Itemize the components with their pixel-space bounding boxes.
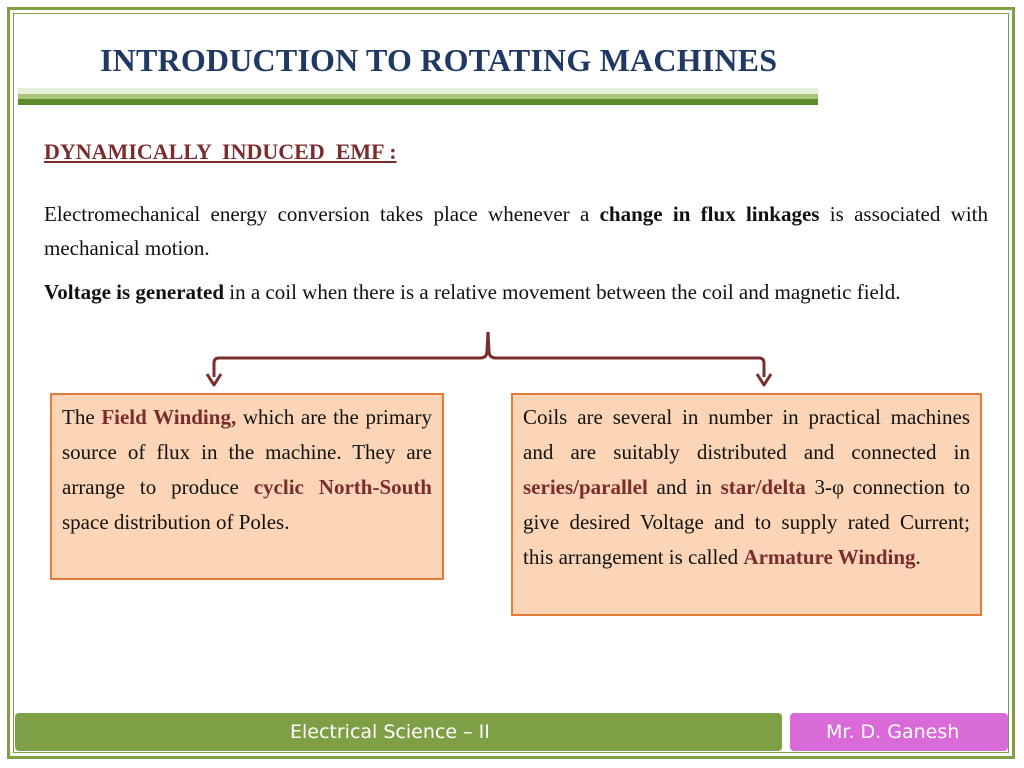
para2-bold-voltage-generated: Voltage is generated [44,280,225,304]
branch-brace-arrow [205,331,773,387]
left-box-cyclic-north-south: cyclic North-South [253,475,432,499]
right-box-text-2: and in [647,475,721,499]
para2-text-1: in a coil when there is a relative movem… [224,280,901,304]
slide-title: INTRODUCTION TO ROTATING MACHINES [100,42,778,78]
section-heading: DYNAMICALLY INDUCED EMF : [44,139,397,164]
right-box-series-parallel: series/parallel [523,475,648,499]
brace-line [212,331,766,377]
field-winding-box: The Field Winding, which are the primary… [50,393,444,580]
title-bar-light-stripe [18,88,818,94]
footer-course-bar: Electrical Science – II [15,713,782,751]
paragraph-energy-conversion: Electromechanical energy conversion take… [44,197,988,265]
slide-frame-inner [13,13,1009,753]
footer-author-name: Mr. D. Ganesh [826,721,960,743]
footer-author-bar: Mr. D. Ganesh [790,713,1008,751]
title-bar-mid-stripe [18,94,818,99]
left-box-text-1: The [62,405,102,429]
para1-text-1: Electromechanical energy conversion take… [44,202,600,226]
title-underline-bar [18,88,818,106]
right-box-text-1: Coils are several in number in practical… [523,405,970,464]
title-bar-dark-stripe [18,99,818,105]
para1-text-2: is associated with mechanical motion. [44,202,988,260]
right-arrowhead [755,373,773,387]
left-arrowhead [205,373,223,387]
right-box-armature-winding: Armature Winding [743,545,916,569]
left-box-field-winding: Field Winding, [101,405,237,429]
right-box-star-delta: star/delta [720,475,806,499]
footer-course-title: Electrical Science – II [290,721,490,743]
left-box-text-2: which are the primary source of flux in … [62,405,432,499]
right-box-text-4: . [915,545,921,569]
right-box-text-3: 3-φ connection to give desired Voltage a… [523,475,970,569]
paragraph-voltage-generation: Voltage is generated in a coil when ther… [44,275,988,309]
slide-frame-outer [7,7,1015,759]
armature-winding-box: Coils are several in number in practical… [511,393,982,616]
para1-bold-flux-linkages: change in flux linkages [599,202,820,226]
left-box-text-3: space distribution of Poles. [62,510,290,534]
